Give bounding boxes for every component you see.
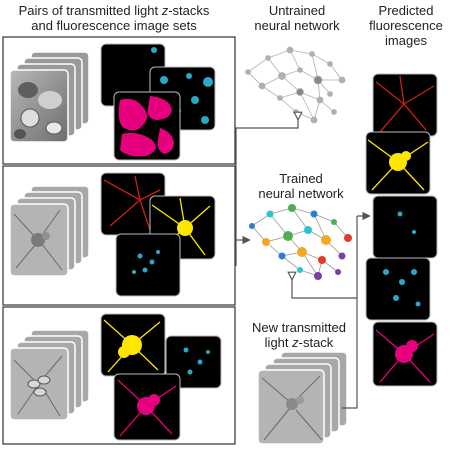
fluor-set-1 (100, 43, 216, 161)
untrained-network (245, 46, 346, 124)
fluor-set-3 (100, 313, 222, 441)
transmitted-stack-1 (9, 51, 90, 143)
connector-arrows (235, 116, 371, 409)
trained-network (249, 204, 352, 280)
predicted-title-line2: fluorescence (369, 18, 443, 33)
predicted-images (365, 73, 438, 387)
fluor-set-2 (100, 172, 216, 297)
predicted-title-line3: images (385, 33, 427, 48)
pairs-title-line1: Pairs of transmitted light z-stacks (19, 3, 210, 18)
trained-title-line1: Trained (279, 171, 323, 186)
new-transmitted-stack (257, 351, 348, 445)
untrained-title-line1: Untrained (269, 3, 325, 18)
predicted-title-line1: Predicted (379, 3, 434, 18)
newstack-title-line2: light z-stack (265, 335, 334, 350)
trained-title-line2: neural network (258, 186, 344, 201)
transmitted-stack-3 (9, 329, 90, 421)
pairs-title-line2: and fluorescence image sets (31, 18, 197, 33)
untrained-title-line2: neural network (254, 18, 340, 33)
newstack-title-line1: New transmitted (252, 320, 346, 335)
transmitted-stack-2 (9, 185, 90, 277)
